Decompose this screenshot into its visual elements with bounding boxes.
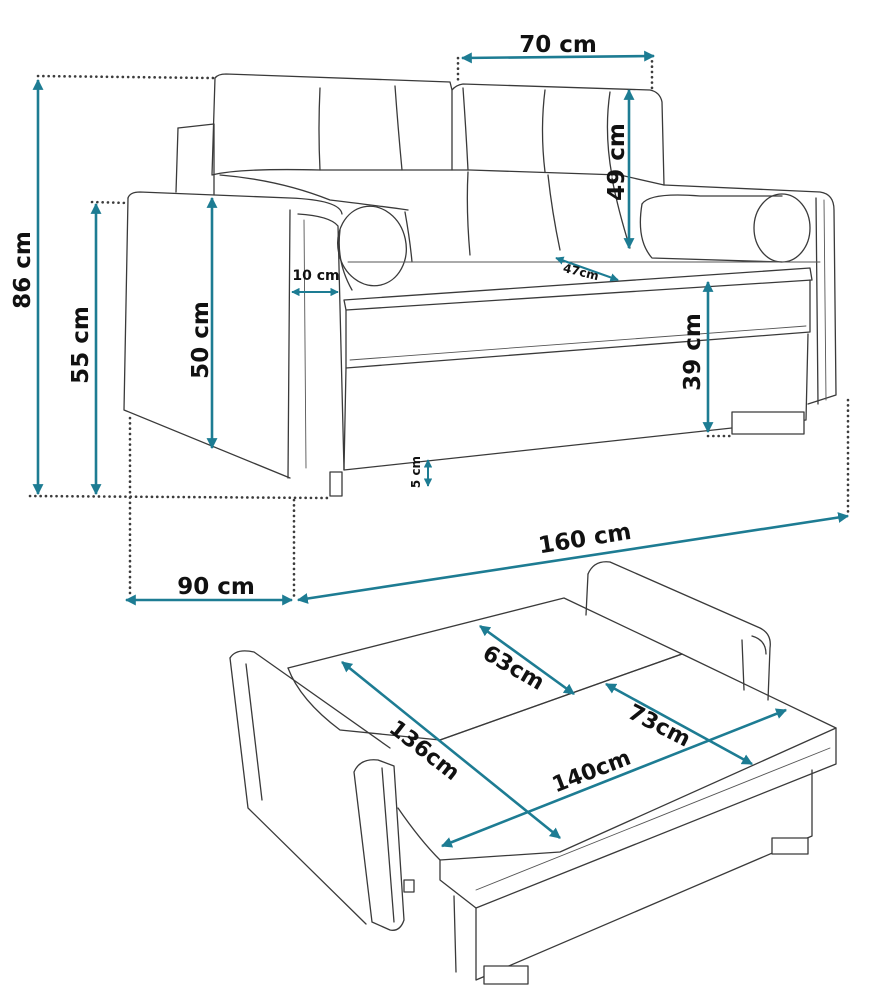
label-armrest-height: 55 cm bbox=[68, 306, 94, 384]
label-front-height: 39 cm bbox=[680, 313, 706, 391]
label-seat-depth: 47cm bbox=[562, 261, 601, 283]
arrow-total-width bbox=[296, 512, 850, 604]
extension-lines bbox=[28, 54, 850, 600]
dimension-labels: 70 cm 86 cm 55 cm 50 cm 49 cm 10 cm 47cm… bbox=[10, 32, 706, 798]
label-seat-width: 70 cm bbox=[519, 32, 597, 58]
label-total-height: 86 cm bbox=[10, 231, 36, 309]
sofa-closed-drawing bbox=[123, 73, 837, 497]
dimension-arrows bbox=[32, 50, 850, 848]
label-leg-height: 5 cm bbox=[409, 456, 423, 488]
arrow-seat-width bbox=[460, 50, 656, 64]
label-bed-width: 140cm bbox=[549, 746, 634, 799]
sofa-bed-drawing bbox=[229, 561, 837, 985]
arrow-bed-width bbox=[440, 708, 788, 848]
label-total-width: 160 cm bbox=[537, 519, 634, 559]
label-bed-depth-front: 73cm bbox=[624, 700, 695, 753]
label-seat-height: 50 cm bbox=[188, 301, 214, 379]
label-total-depth: 90 cm bbox=[177, 574, 255, 600]
arrow-seat-depth bbox=[555, 256, 619, 282]
label-backrest-height: 49 cm bbox=[604, 123, 630, 201]
label-arm-width: 10 cm bbox=[292, 268, 339, 284]
